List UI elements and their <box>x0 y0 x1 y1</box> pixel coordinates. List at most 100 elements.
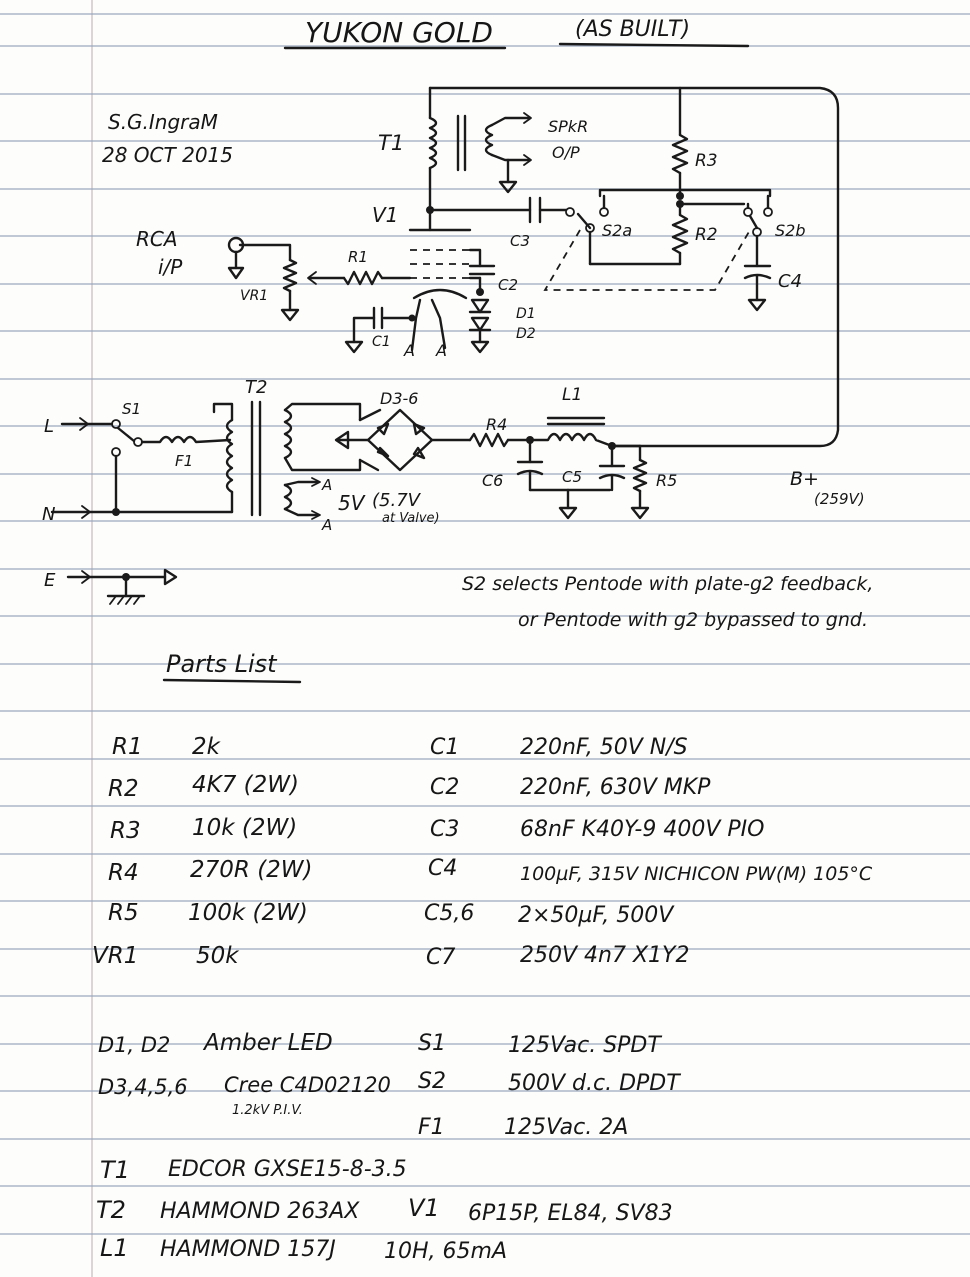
label-heater-a4: A <box>321 516 332 534</box>
part-value: 10k (2W) <box>192 815 297 841</box>
label-r2: R2 <box>695 225 718 245</box>
page-title: YUKON GOLD <box>305 16 493 49</box>
label-d3-6: D3-6 <box>380 389 418 408</box>
r5-resistor <box>632 458 648 493</box>
note-line-1: S2 selects Pentode with plate-g2 feedbac… <box>462 573 873 595</box>
parts-semis-list: D1, D2 Amber LED D3,4,5,6 Cree C4D02120 … <box>98 1030 391 1118</box>
drawing-date: 28 OCT 2015 <box>102 143 233 167</box>
label-rca-ip: i/P <box>158 255 183 279</box>
part-ref: C7 <box>426 945 455 970</box>
label-heater-a3: A <box>321 476 332 494</box>
part-ref: R3 <box>110 818 141 844</box>
part-ref: T2 <box>96 1196 126 1224</box>
part-value: 125Vac. SPDT <box>508 1033 662 1058</box>
label-e: E <box>44 570 56 591</box>
part-value: 100k (2W) <box>188 900 308 926</box>
label-spkr: SPkR <box>548 117 588 136</box>
d2-led <box>470 316 490 332</box>
label-f1: F1 <box>175 452 193 470</box>
label-n: N <box>42 504 55 525</box>
parts-right-list: C1 220nF, 50V N/S C2 220nF, 630V MKP C3 … <box>424 735 873 970</box>
part-ref: C3 <box>430 817 459 842</box>
part-value: 270R (2W) <box>190 857 313 883</box>
part-ref: D1, D2 <box>98 1033 170 1057</box>
author-name: S.G.IngraM <box>108 110 218 134</box>
r1-resistor <box>342 270 384 286</box>
part-ref: R2 <box>108 776 139 802</box>
label-l: L <box>44 416 54 437</box>
vr1-potentiometer <box>282 258 298 293</box>
part-ref: VR1 <box>92 943 138 969</box>
t1-primary-coil <box>428 116 438 170</box>
output-stage: T1 SPkR O/P R3 R2 C3 S2a <box>136 86 840 448</box>
part-value: 2×50µF, 500V <box>518 903 675 928</box>
f1-fuse <box>140 435 232 444</box>
part-ref: C5,6 <box>424 901 474 926</box>
part-ref: T1 <box>100 1156 130 1184</box>
page-subtitle: (AS BUILT) <box>575 17 690 42</box>
part-value: HAMMOND 263AX <box>160 1199 360 1224</box>
part-ref: S2 <box>418 1069 446 1094</box>
label-c5: C5 <box>562 468 582 486</box>
label-c1: C1 <box>372 334 391 350</box>
part-ref: D3,4,5,6 <box>98 1075 188 1099</box>
part-ref: C4 <box>428 856 457 881</box>
label-c6: C6 <box>482 471 503 490</box>
part-ref: C1 <box>430 735 459 760</box>
part-value: 250V 4n7 X1Y2 <box>520 943 689 968</box>
d1-led <box>470 298 490 314</box>
label-c4: C4 <box>778 271 802 292</box>
label-d1: D1 <box>516 306 536 322</box>
label-s1: S1 <box>122 400 141 418</box>
part-value: 50k <box>196 943 240 969</box>
semis-piv-note: 1.2kV P.I.V. <box>232 1103 303 1118</box>
label-r3: R3 <box>695 151 718 171</box>
label-t2: T2 <box>245 377 267 398</box>
t2-secondary-coil <box>283 408 293 460</box>
label-r5: R5 <box>656 471 677 490</box>
part-ref: R5 <box>108 900 139 926</box>
part-ref: V1 <box>408 1194 440 1222</box>
label-s2b: S2b <box>775 221 806 240</box>
label-spkr-op: O/P <box>552 143 580 162</box>
part-value: 2k <box>192 734 222 760</box>
label-l1: L1 <box>562 385 582 405</box>
r2-resistor <box>671 213 689 255</box>
part-value: 220nF, 630V MKP <box>520 775 711 800</box>
label-d2: D2 <box>516 326 536 342</box>
part-value: HAMMOND 157J <box>160 1237 336 1262</box>
part-value: 100µF, 315V NICHICON PW(M) 105°C <box>520 863 873 885</box>
label-5-7v: (5.7V <box>372 490 422 511</box>
label-r4: R4 <box>486 415 507 434</box>
l1-spec-value: 10H, 65mA <box>384 1239 507 1264</box>
t2-primary-coil <box>225 418 234 494</box>
label-c2: C2 <box>498 276 518 294</box>
l1-choke <box>528 432 614 448</box>
label-vr1: VR1 <box>240 288 268 304</box>
part-ref: C2 <box>430 775 459 800</box>
label-v1: V1 <box>372 203 398 227</box>
part-value: 4K7 (2W) <box>192 772 299 798</box>
part-ref: R1 <box>112 734 143 760</box>
part-ref: L1 <box>100 1234 129 1262</box>
r4-resistor <box>468 432 510 448</box>
label-r1: R1 <box>348 248 368 266</box>
label-rca: RCA <box>136 227 178 251</box>
r3-resistor <box>671 133 689 175</box>
power-supply: L S1 F1 N T2 A A 5V (5.7V at <box>42 377 865 605</box>
label-at-valve: at Valve) <box>382 511 440 526</box>
d3-6-bridge-rectifier <box>376 422 426 460</box>
part-value: 68nF K40Y-9 400V PIO <box>520 817 764 842</box>
label-heater-a1: A <box>403 341 415 360</box>
part-value: EDCOR GXSE15-8-3.5 <box>168 1157 407 1182</box>
part-ref: S1 <box>418 1031 446 1056</box>
part-ref: F1 <box>418 1115 445 1140</box>
part-value: Cree C4D02120 <box>224 1073 391 1097</box>
note-line-2: or Pentode with g2 bypassed to gnd. <box>518 609 868 631</box>
part-ref: R4 <box>108 860 139 886</box>
label-bplus: B+ <box>790 468 819 490</box>
label-heater-a2: A <box>435 341 447 360</box>
part-value: Amber LED <box>202 1030 333 1056</box>
